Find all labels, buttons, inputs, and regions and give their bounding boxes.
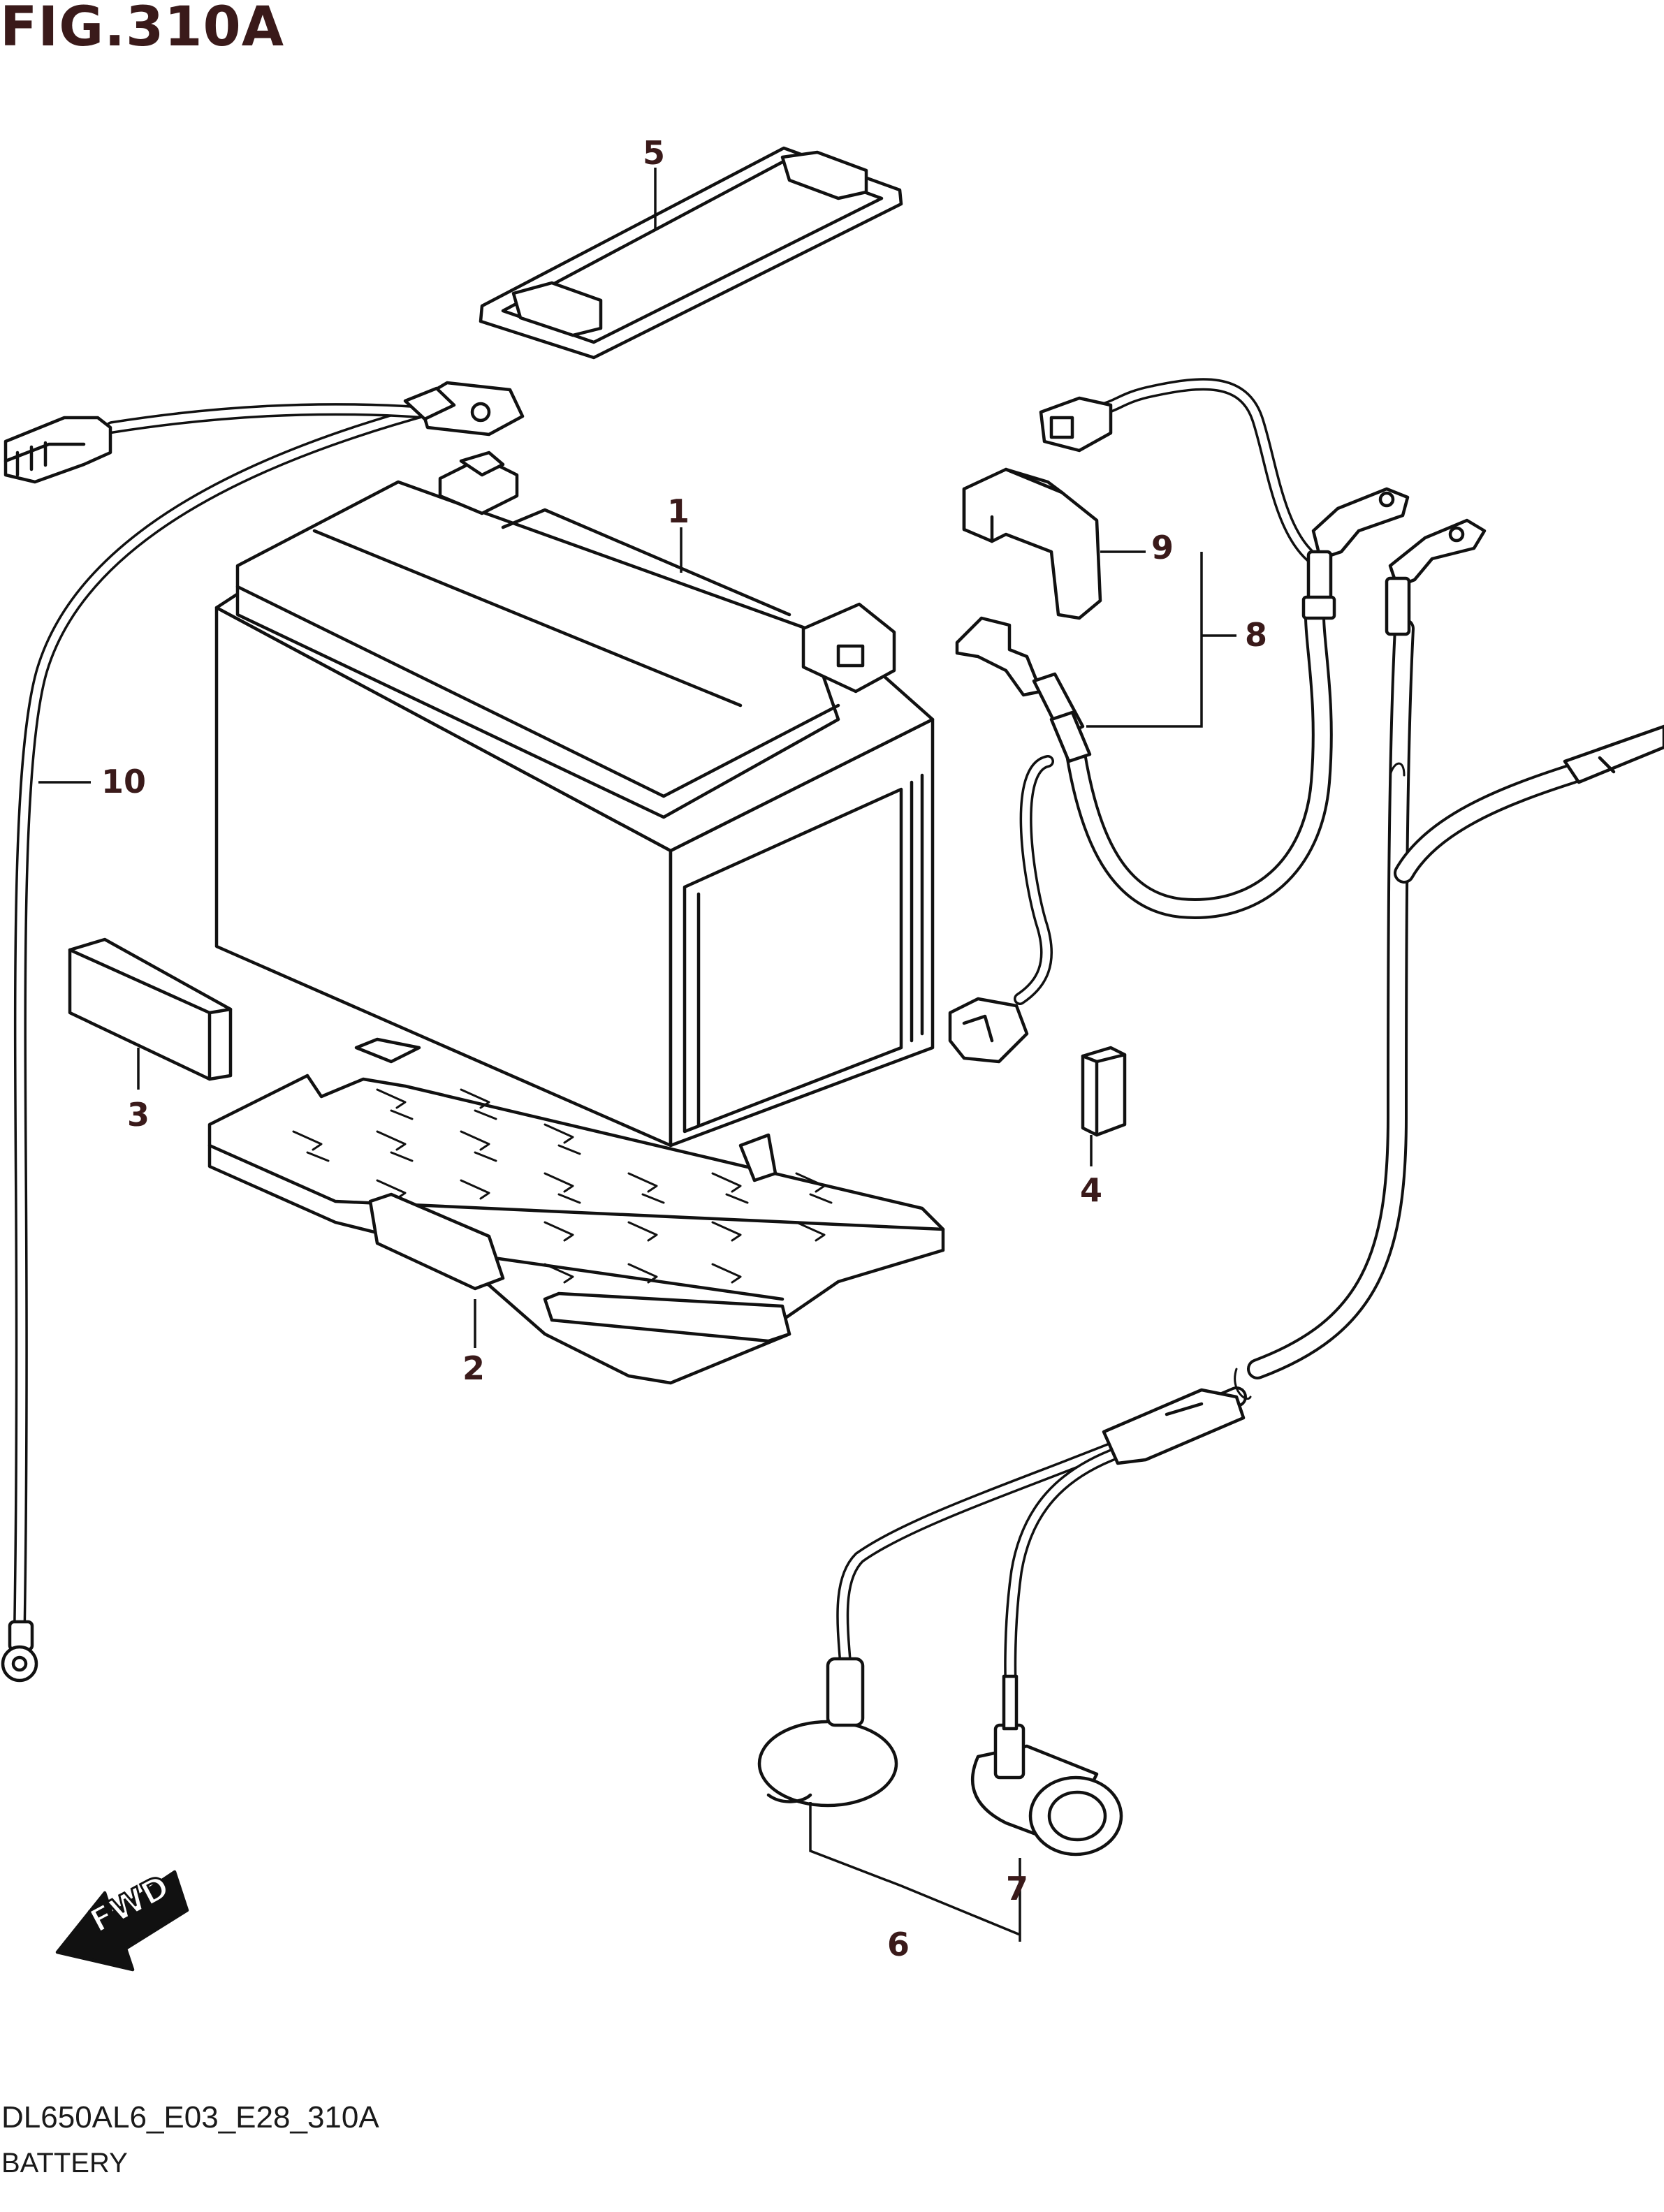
leader-lines: [38, 168, 1236, 1942]
callout-labels: 5 1 10 3 2 4 9 8 7 6: [101, 134, 1267, 1963]
forward-arrow-icon: FWD: [55, 1866, 189, 1972]
battery-label-pad[interactable]: [68, 937, 233, 1081]
drawing-name: BATTERY: [1, 2148, 128, 2178]
callout-6: 6: [887, 1926, 910, 1963]
fuse-clip[interactable]: [1081, 1046, 1127, 1137]
callout-2: 2: [462, 1349, 485, 1387]
callout-10: 10: [101, 763, 146, 800]
ground-lead[interactable]: [1, 381, 525, 1683]
battery-tray[interactable]: [207, 1037, 945, 1385]
callout-9: 9: [1151, 529, 1174, 566]
main-harness[interactable]: [836, 518, 1664, 1704]
drawing-code: DL650AL6_E03_E28_310A: [1, 2100, 379, 2134]
terminal-cover[interactable]: [962, 467, 1102, 620]
battery[interactable]: [214, 451, 935, 1148]
terminal-lead[interactable]: [948, 378, 1410, 1064]
terminal-boot-large[interactable]: [757, 1657, 898, 1808]
callout-4: 4: [1080, 1171, 1102, 1209]
battery-strap[interactable]: [479, 146, 903, 360]
figure-title: FIG.310A: [0, 0, 285, 59]
callout-5: 5: [643, 134, 665, 172]
terminal-boot-small[interactable]: [970, 1674, 1123, 1856]
callout-7: 7: [1006, 1870, 1028, 1907]
callout-8: 8: [1245, 616, 1267, 654]
callout-3: 3: [127, 1096, 149, 1134]
callout-1: 1: [667, 492, 689, 530]
